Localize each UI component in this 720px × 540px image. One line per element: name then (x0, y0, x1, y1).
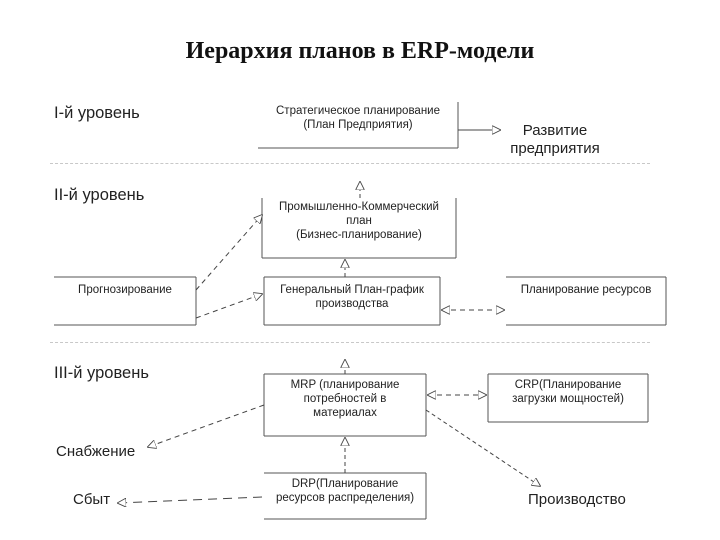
output-sales: Сбыт (73, 491, 111, 508)
level-separator (50, 342, 650, 343)
box-line: (План Предприятия) (303, 119, 413, 131)
box-line: Стратегическое планирование (276, 105, 440, 117)
box-crp: CRP(Планирование загрузки мощностей) (488, 374, 648, 422)
box-line: MRP (планирование (290, 379, 400, 391)
box-mrp: MRP (планирование потребностей в материа… (264, 374, 426, 436)
box-drp: DRP(Планирование ресурсов распределения) (264, 473, 426, 519)
level-3-label: III-й уровень (54, 364, 149, 382)
arrow-mrp-to-production (425, 409, 540, 486)
arrow-mrp-to-supply (148, 404, 265, 447)
box-strategic-planning: Стратегическое планирование (План Предпр… (258, 102, 458, 148)
output-development: Развитие предприятия (500, 122, 610, 158)
box-line: ресурсов распределения) (275, 492, 415, 504)
output-production: Производство (528, 491, 626, 508)
box-line: потребностей в (303, 393, 387, 405)
box-line: (Бизнес-планирование) (296, 229, 422, 241)
arrow-forecast-to-industrial (195, 215, 262, 291)
box-forecasting: Прогнозирование (54, 277, 196, 325)
box-line: Генеральный План-график (280, 284, 424, 296)
box-master-schedule: Генеральный План-график производства (264, 277, 440, 325)
diagram-title: Иерархия планов в ERP-модели (185, 38, 535, 64)
box-line: Промышленно-Коммерческий (279, 201, 439, 213)
level-2-label: II-й уровень (54, 186, 145, 204)
box-line: производства (315, 298, 389, 310)
level-separator (50, 163, 650, 164)
box-line: загрузки мощностей) (512, 393, 624, 405)
output-supply: Снабжение (56, 443, 136, 460)
arrow-forecast-to-master (195, 294, 262, 319)
box-industrial-commercial-plan: Промышленно-Коммерческий план (Бизнес-пл… (262, 198, 456, 258)
arrow-drp-to-sales (118, 496, 263, 503)
box-resource-planning: Планирование ресурсов (506, 277, 666, 325)
box-line: Прогнозирование (78, 284, 172, 296)
box-line: материалах (313, 407, 377, 419)
box-line: DRP(Планирование (291, 478, 399, 490)
level-1-label: I-й уровень (54, 104, 140, 122)
box-line: Планирование ресурсов (520, 284, 652, 296)
output-line: Развитие (522, 122, 588, 139)
output-line: предприятия (510, 140, 600, 157)
box-line: план (346, 215, 372, 227)
box-line: CRP(Планирование (514, 379, 622, 391)
